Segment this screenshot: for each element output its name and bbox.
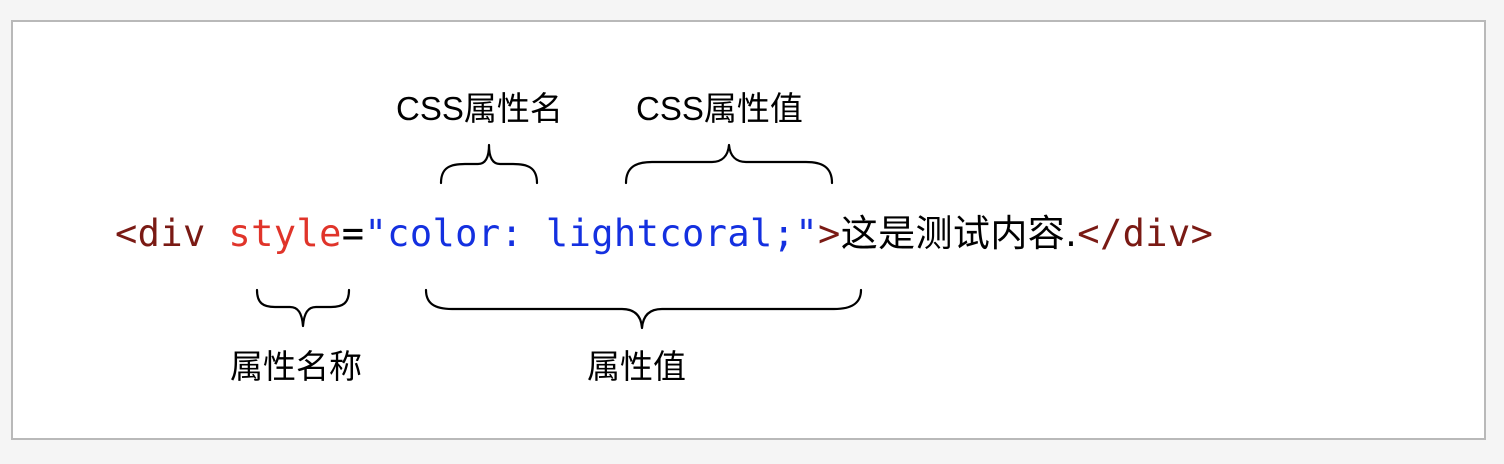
code-line: <div style="color: lightcoral;">这是测试内容.<…	[115, 215, 1213, 252]
brace-attribute-name	[255, 288, 351, 328]
open-tag: <div	[115, 212, 229, 255]
quote-open: "	[364, 212, 388, 255]
attribute-name-label: 属性名称	[230, 348, 362, 385]
quote-close: "	[795, 212, 819, 255]
css-property-name-label: CSS属性名	[396, 90, 563, 127]
brace-css-property-name	[439, 143, 539, 185]
css-value: lightcoral;	[545, 212, 796, 255]
tag-close: >	[818, 212, 841, 255]
brace-css-property-value	[624, 143, 834, 185]
brace-attribute-value	[424, 288, 863, 330]
attribute-value-label: 属性值	[587, 348, 686, 385]
diagram-frame	[11, 20, 1486, 440]
css-property: color:	[387, 212, 524, 255]
attribute-name: style	[228, 212, 342, 255]
css-property-value-label: CSS属性值	[636, 90, 803, 127]
close-tag: </div>	[1077, 212, 1214, 255]
element-content: 这是测试内容.	[840, 212, 1078, 255]
equals-sign: =	[341, 212, 365, 255]
